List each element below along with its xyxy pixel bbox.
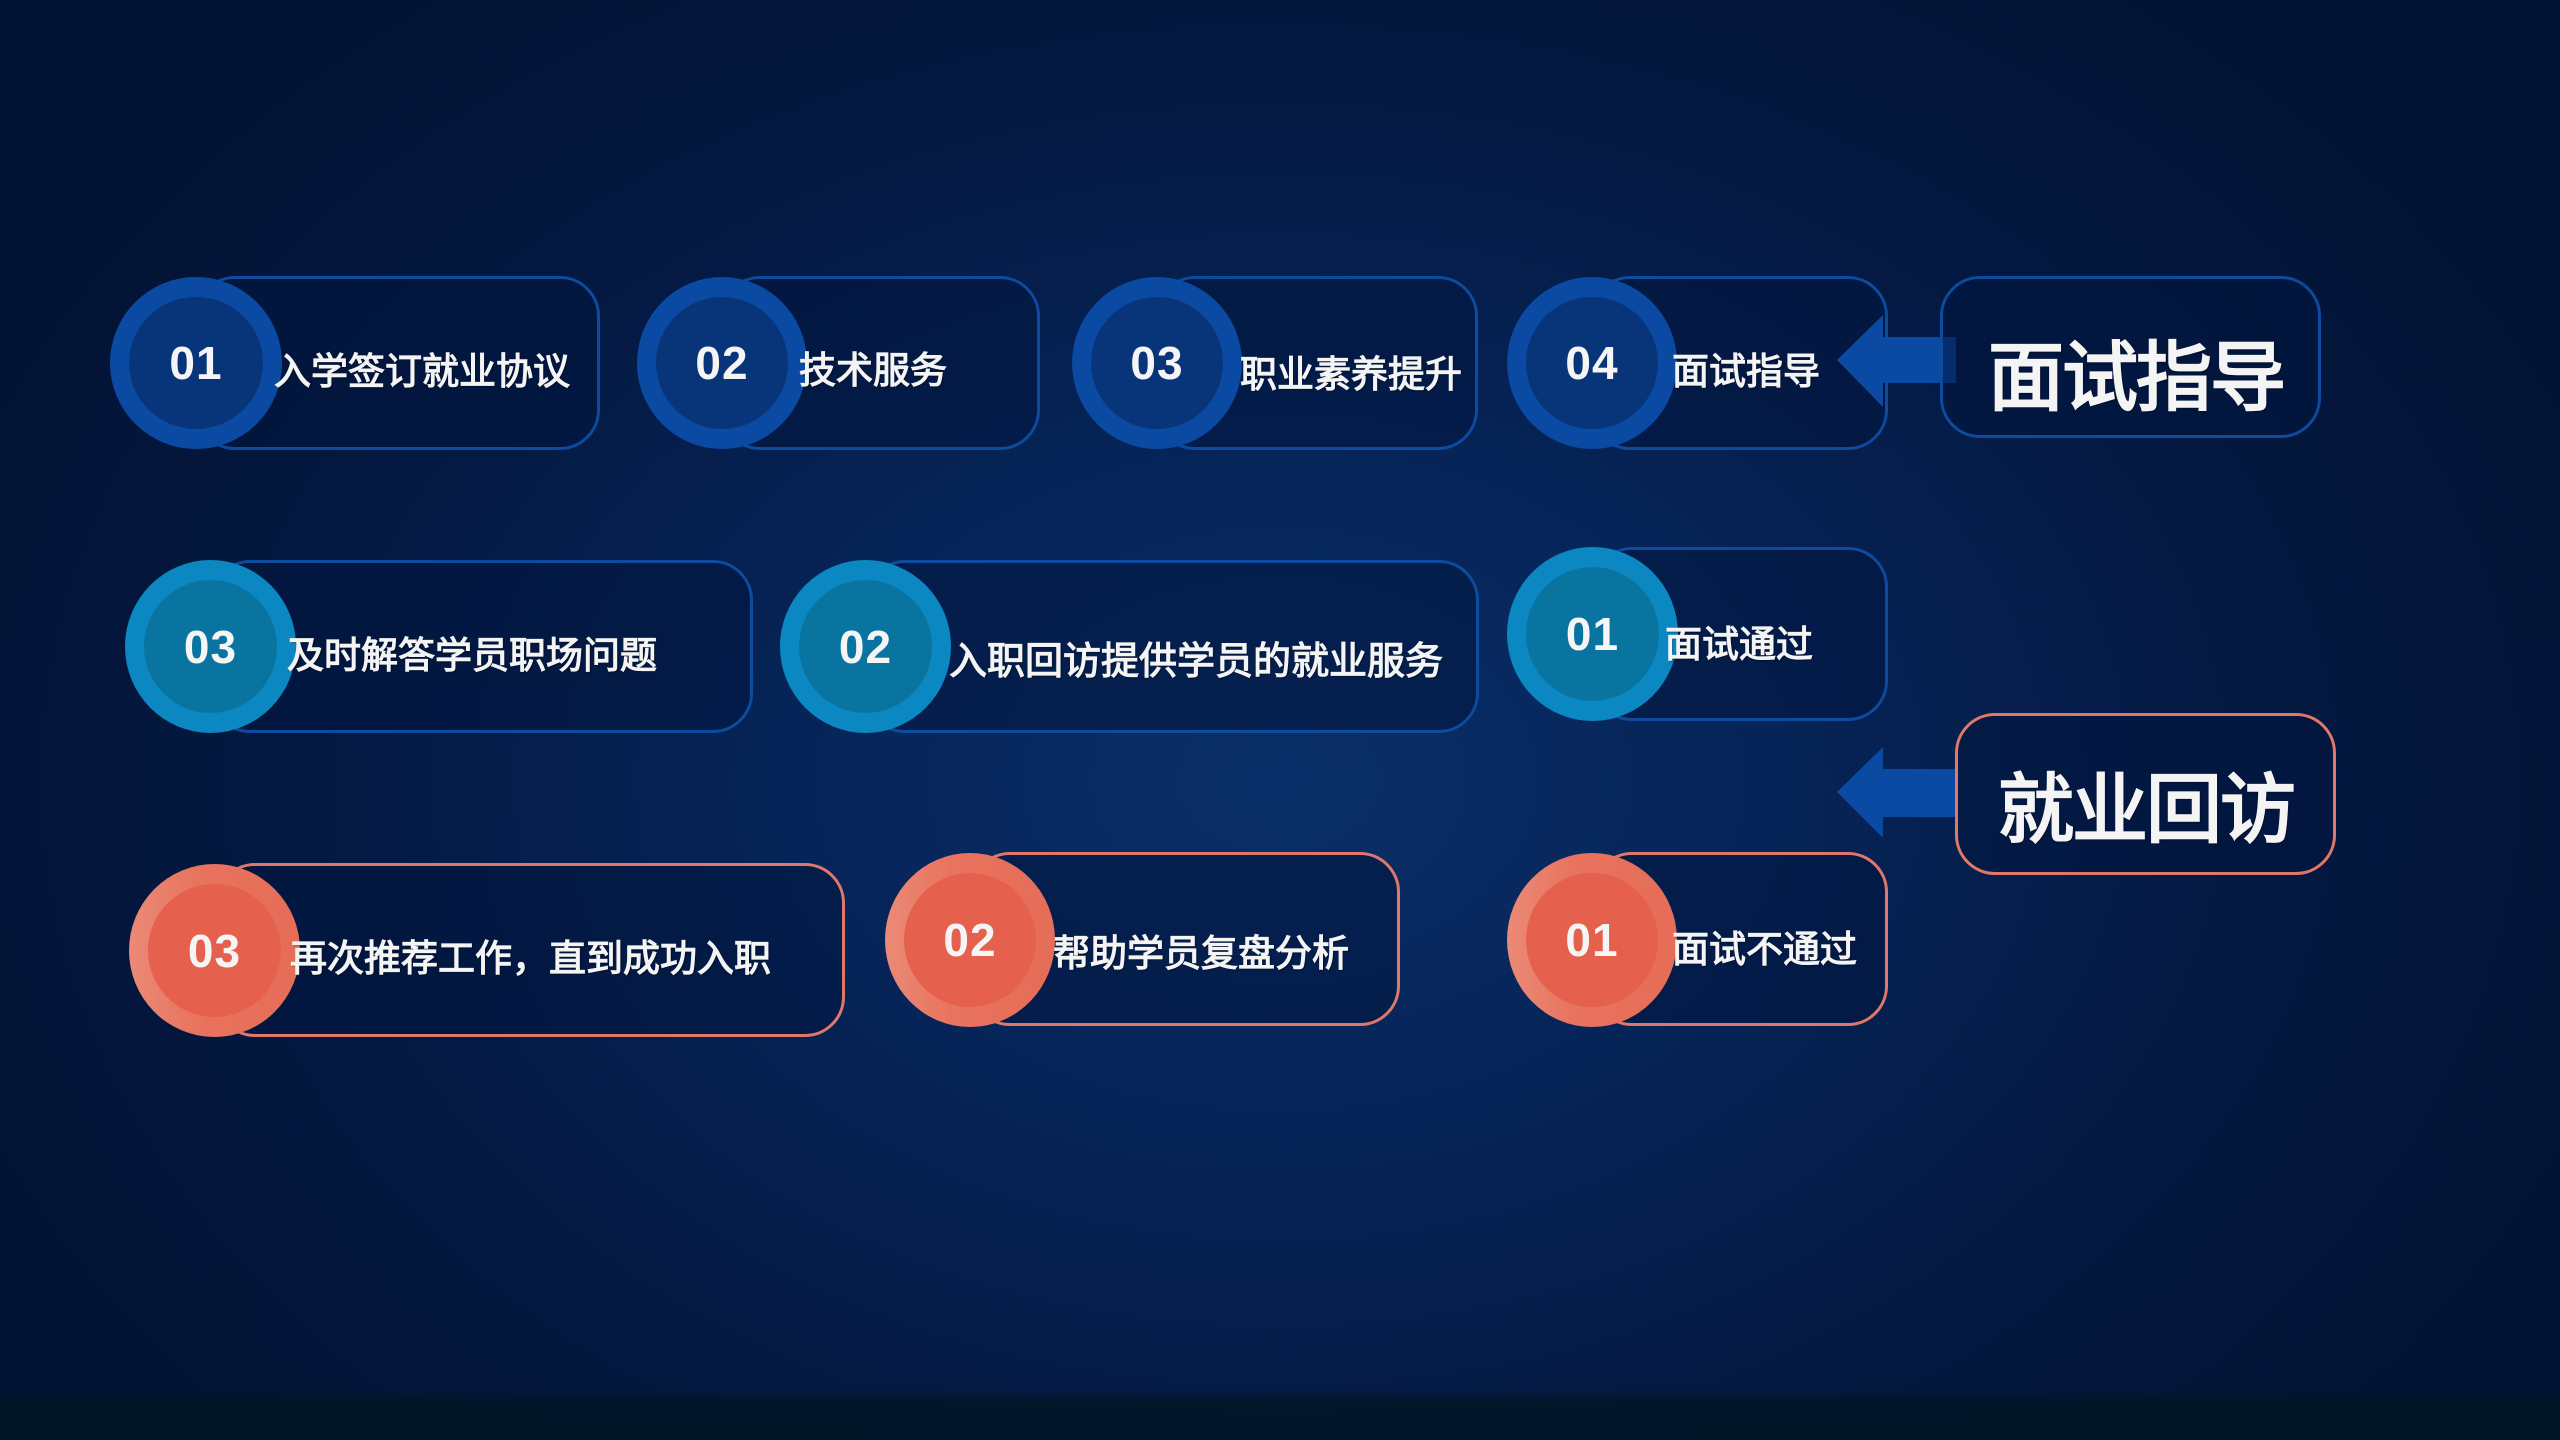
employment-followup-title: 就业回访 xyxy=(1998,765,2296,854)
step-number: 02 xyxy=(838,620,893,673)
step-number-badge: 04 xyxy=(1507,277,1677,449)
interview-guidance-title: 面试指导 xyxy=(1988,333,2286,422)
step-label: 面试不通过 xyxy=(1672,928,1857,971)
step-number-badge: 02 xyxy=(885,853,1055,1027)
step-number: 01 xyxy=(1565,608,1620,660)
step-label: 职业素养提升 xyxy=(1240,353,1462,396)
step-number-badge: 03 xyxy=(125,560,296,733)
step-box xyxy=(215,863,845,1037)
step-number: 03 xyxy=(187,924,242,977)
step-number: 04 xyxy=(1565,337,1619,389)
step-label: 面试指导 xyxy=(1672,350,1820,393)
interview-guidance-title-box xyxy=(1940,276,2321,438)
step-number: 01 xyxy=(1565,914,1619,966)
step-number-badge: 02 xyxy=(780,560,951,733)
step-label: 面试通过 xyxy=(1665,623,1813,666)
employment-followup-title-box xyxy=(1955,713,2336,875)
step-label: 技术服务 xyxy=(799,349,947,392)
step-label: 再次推荐工作，直到成功入职 xyxy=(290,937,771,980)
step-number-badge: 03 xyxy=(1072,277,1242,449)
step-number-badge: 01 xyxy=(110,277,282,449)
step-box xyxy=(210,560,753,733)
step-label: 入职回访提供学员的就业服务 xyxy=(949,639,1444,683)
step-number-badge: 01 xyxy=(1507,547,1678,721)
step-number: 03 xyxy=(1130,337,1184,389)
left-arrow-icon xyxy=(1837,315,1956,407)
step-number: 02 xyxy=(695,337,749,389)
step-label: 及时解答学员职场问题 xyxy=(287,634,657,677)
step-box xyxy=(865,560,1479,733)
step-label: 帮助学员复盘分析 xyxy=(1053,932,1349,975)
step-number: 01 xyxy=(169,337,223,389)
step-label: 入学签订就业协议 xyxy=(274,350,570,393)
left-arrow-icon xyxy=(1837,747,1956,838)
step-number-badge: 01 xyxy=(1507,853,1677,1027)
step-number: 02 xyxy=(943,914,997,966)
step-number-badge: 02 xyxy=(637,277,807,449)
step-number: 03 xyxy=(183,620,238,673)
step-number-badge: 03 xyxy=(129,864,300,1037)
